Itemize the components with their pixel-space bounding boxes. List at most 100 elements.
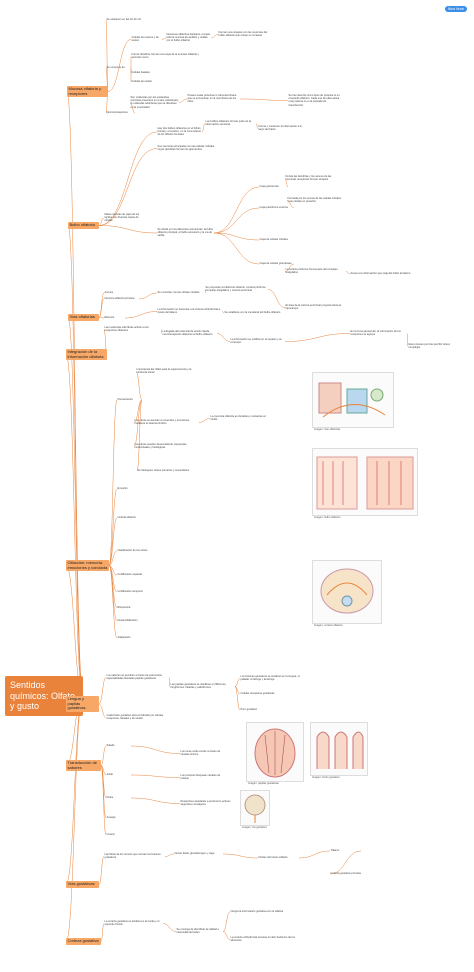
- node-v8[interactable]: Se establece con la vía lateral del bulb…: [224, 311, 281, 315]
- node-b11[interactable]: Se divide en tres diferentes estructuras…: [157, 228, 214, 238]
- node-o10[interactable]: Importancia del olfato para la supervive…: [136, 368, 192, 375]
- node-i2[interactable]: La llegada del potencial de acción desde…: [162, 330, 213, 337]
- topic-transduccion[interactable]: Transducción de sabores: [66, 760, 101, 772]
- node-m3[interactable]: Neuronas olfatorias bipolares, ocupan to…: [166, 33, 211, 43]
- topic-vias-olfatorias[interactable]: Vías olfatorias: [68, 314, 99, 321]
- node-b6[interactable]: Donde las dendritas y los axones de las …: [285, 175, 332, 182]
- link-topic-bulbo-b11: [98, 225, 158, 234]
- node-b1[interactable]: Hay dos bulbos olfatorios en el lóbulo f…: [157, 127, 202, 137]
- link-topic-corteza-gustativa-c1: [100, 923, 105, 942]
- node-t4[interactable]: Amargo: [106, 816, 116, 820]
- node-b12[interactable]: Masa mientras de capa de los tejidos con…: [104, 213, 140, 223]
- node-b5[interactable]: Capa glomerular: [259, 185, 279, 189]
- node-g4[interactable]: Tálamo: [330, 849, 340, 853]
- link-m2-m3: [161, 37, 167, 40]
- node-v3[interactable]: Axones: [104, 291, 114, 295]
- node-b3[interactable]: Forma y conducen la información a lo lar…: [258, 125, 302, 132]
- node-v6[interactable]: La información se transmite a la corteza…: [157, 308, 221, 315]
- node-m1[interactable]: Se sostienen en las 10-10 m2: [106, 18, 141, 22]
- link-i2-i3: [216, 333, 231, 342]
- topic-olfaccion[interactable]: Olfacción: memoria, emociones y conducta: [66, 560, 109, 572]
- node-b7[interactable]: Capa plexiforme externa: [259, 206, 288, 210]
- node-m7[interactable]: Células basales: [131, 71, 150, 75]
- node-t3[interactable]: Dulce: [106, 796, 114, 800]
- node-m4[interactable]: Forman una sinapsis con las neuronas del…: [218, 31, 268, 38]
- node-l2[interactable]: Las papilas gustativas se clasifican en …: [170, 683, 227, 690]
- link-topic-olfaccion-o9: [108, 565, 118, 622]
- node-b14[interactable]: Acusa a la información que viaja del bul…: [350, 272, 411, 276]
- node-o2[interactable]: Emoción: [117, 487, 128, 491]
- olfactory-pathway-illustration: [318, 382, 386, 418]
- node-m9[interactable]: Quimiorreceptores: [106, 111, 128, 115]
- node-m12[interactable]: Se han descrito cinco tipos de proteína …: [288, 94, 340, 107]
- node-o14[interactable]: Se distinguen olores primarios y secunda…: [137, 469, 190, 473]
- node-m10[interactable]: Son moléculas por las sustancias química…: [130, 96, 179, 109]
- node-l1[interactable]: Los sabores se perciben a través de estr…: [106, 674, 162, 681]
- node-t5[interactable]: Umami: [106, 833, 115, 837]
- node-o4[interactable]: Codificación espacial: [117, 573, 142, 577]
- node-l6[interactable]: Poro gustativo: [240, 708, 258, 712]
- node-b4[interactable]: Sus neuronas principales son las células…: [157, 145, 215, 152]
- node-m2[interactable]: Células de reserva y de sostén: [131, 36, 159, 43]
- node-m6[interactable]: Forma cilíndrica, forman una capa de la …: [131, 53, 199, 60]
- node-o9[interactable]: Desensibilización: [117, 619, 138, 623]
- node-o5[interactable]: Bioquímica: [117, 606, 131, 610]
- node-c4[interactable]: La corteza orbitofrontal procesa el valo…: [230, 936, 295, 943]
- node-g5[interactable]: Corteza gustativa primaria: [330, 872, 361, 876]
- node-b2[interactable]: Los bulbos olfatorios forman parte de la…: [205, 120, 252, 127]
- node-i4[interactable]: En la zona glomerular, la información de…: [350, 330, 401, 337]
- topic-corteza-gustativa[interactable]: Corteza gustativa: [66, 938, 101, 945]
- topic-bulbo[interactable]: Bulbo olfatorio: [68, 222, 99, 229]
- node-l5[interactable]: Células receptoras gustativas: [240, 692, 275, 696]
- topic-vias-gustativas[interactable]: Vías gustativas: [66, 881, 99, 888]
- node-v4[interactable]: Se conectan con las células mitrales: [157, 291, 200, 295]
- node-b10[interactable]: Capa de células granulosas: [259, 262, 292, 266]
- node-o3[interactable]: Clasificación de los olores: [117, 549, 148, 553]
- node-g3[interactable]: Núcleo del tracto solitario: [258, 856, 288, 860]
- node-o12[interactable]: La memoria olfatoria es duradera y resis…: [210, 415, 266, 422]
- node-v2[interactable]: Eferente: [104, 316, 115, 320]
- node-t6[interactable]: Los iones sodio entran a través de canal…: [180, 750, 221, 757]
- node-v7[interactable]: El área de la corteza entorrinal proyect…: [285, 304, 342, 311]
- topic-mucosa[interactable]: Mucosa olfatoria y receptores: [67, 86, 108, 98]
- node-b13[interactable]: La corteza piriforme forma parte del com…: [285, 268, 338, 275]
- node-t1[interactable]: Salado: [106, 744, 115, 748]
- node-o13[interactable]: Los olores pueden desencadenar respuesta…: [134, 443, 187, 450]
- node-m5[interactable]: Se compone de: [106, 66, 125, 70]
- node-i1[interactable]: Las moléculas odoríferas activan a los r…: [104, 326, 149, 333]
- node-m11[interactable]: Poseen estas proteínas G transmembrana q…: [187, 94, 237, 104]
- image-olfactory-pathway: [312, 372, 394, 428]
- node-c3[interactable]: Integra la información gustativa con la …: [230, 910, 284, 914]
- node-c2[interactable]: Se encarga de identificar la calidad e i…: [176, 928, 220, 935]
- node-m8[interactable]: Células de sostén: [131, 80, 153, 84]
- root-topic[interactable]: Sentidos químicos: Olfato y gusto: [5, 676, 83, 716]
- node-g1[interactable]: Las fibras de los nervios que inervan lo…: [104, 853, 161, 860]
- node-i3[interactable]: La información se codifica en el espacio…: [230, 338, 283, 345]
- node-t2[interactable]: Ácido: [106, 773, 114, 777]
- node-t8[interactable]: Receptores acoplados a proteína G activa…: [180, 800, 231, 807]
- node-i5[interactable]: Este proceso permite percibir olores com…: [408, 343, 451, 350]
- node-v1[interactable]: Neurona olfatoria primaria: [104, 297, 135, 301]
- node-b8[interactable]: Formada por los somas de las células mit…: [287, 197, 341, 204]
- olfactory-bulb-illustration: [316, 456, 414, 510]
- node-o1[interactable]: Pensamiento: [117, 398, 133, 402]
- olfactory-cortex-illustration: [320, 568, 374, 614]
- node-v5[interactable]: Se proyectan al tubérculo olfatorio, cor…: [205, 286, 267, 293]
- node-c1[interactable]: La corteza gustativa se localiza en la í…: [104, 920, 160, 927]
- node-t7[interactable]: Los protones bloquean canales de potasio: [180, 774, 221, 781]
- topic-integracion[interactable]: Integración de la información olfatoria: [66, 349, 107, 361]
- link-topic-lengua-l1: [98, 677, 107, 705]
- link-root-topic-vias-gustativas: [65, 695, 84, 885]
- node-l3[interactable]: Cada botón gustativo está constituido po…: [106, 714, 164, 721]
- node-l4[interactable]: Los botones gustativos se localizan en l…: [240, 675, 300, 682]
- node-o7[interactable]: Adaptación: [117, 636, 131, 640]
- node-o11[interactable]: Los olores se asocian a recuerdos y emoc…: [134, 419, 190, 426]
- node-b9[interactable]: Capa de células mitrales: [259, 238, 288, 242]
- node-o8[interactable]: Umbral olfatorio: [117, 516, 136, 520]
- node-g2[interactable]: Nervio facial, glosofaríngeo y vago: [174, 852, 215, 856]
- node-o6[interactable]: Codificación temporal: [117, 590, 143, 594]
- link-root-topic-mucosa: [66, 91, 84, 697]
- user-badge[interactable]: Nina Venzi: [445, 6, 467, 12]
- topic-lengua[interactable]: Lengua y papilas gustativas: [66, 696, 99, 712]
